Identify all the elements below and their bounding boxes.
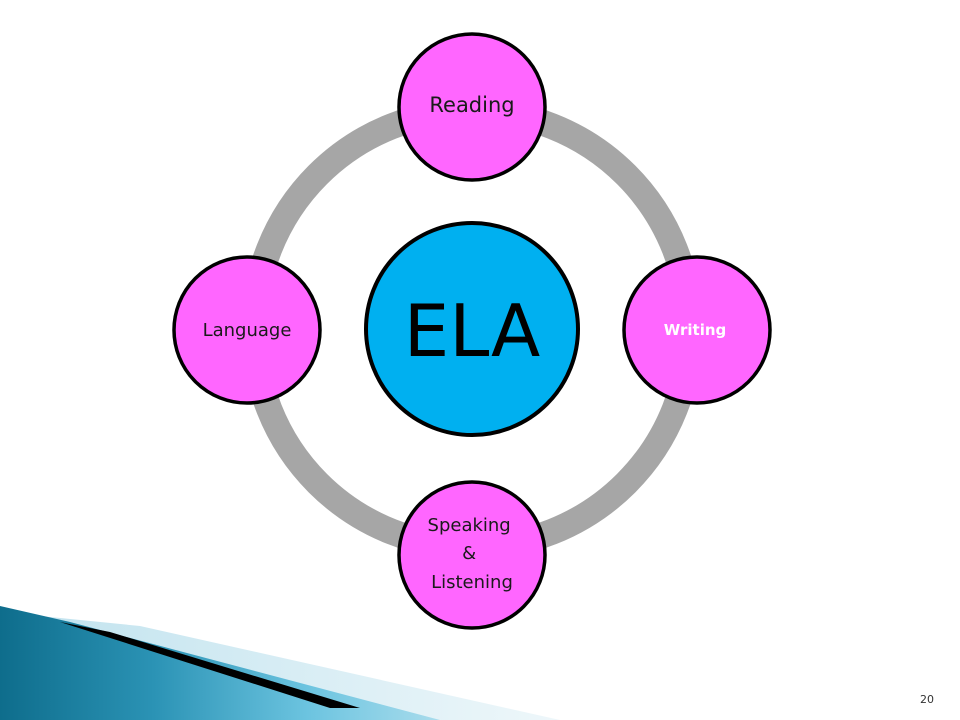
node-reading: Reading (397, 32, 547, 182)
node-writing-line: Writing (664, 321, 727, 339)
page-number: 20 (920, 693, 934, 706)
node-speaking-listening-line-1: Speaking (428, 515, 511, 536)
node-speaking-listening-line-3: Listening (431, 572, 513, 593)
ribbon-blue-band (0, 606, 440, 720)
node-language-circle (172, 255, 322, 405)
node-speaking-listening-line-2: & (462, 543, 476, 564)
node-writing-circle (622, 255, 772, 405)
ribbon-black-stripe (60, 622, 360, 708)
center-node-ela: ELA (364, 221, 580, 437)
node-speaking-listening-label: Speaking & Listening (428, 515, 517, 593)
node-speaking-listening-circle (397, 480, 547, 630)
center-circle (364, 221, 580, 437)
node-language-label: Language (203, 320, 292, 341)
node-reading-circle (397, 32, 547, 182)
node-reading-line: Reading (429, 93, 514, 117)
node-language-line: Language (203, 320, 292, 341)
node-writing-label: Writing (664, 321, 727, 339)
node-language: Language (172, 255, 322, 405)
node-speaking-listening: Speaking & Listening (397, 480, 547, 630)
node-writing: Writing (622, 255, 772, 405)
corner-ribbon-decoration (0, 606, 560, 720)
node-reading-label: Reading (429, 93, 514, 117)
center-label: ELA (404, 289, 541, 373)
